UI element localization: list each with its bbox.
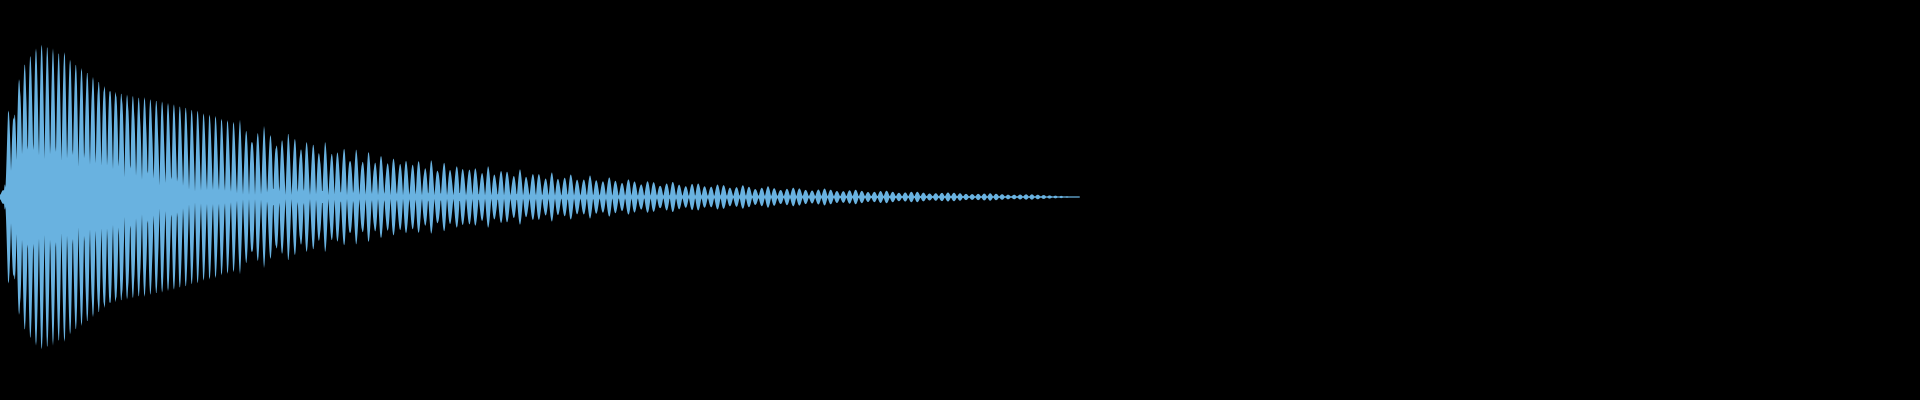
- waveform-envelope-shape: [0, 44, 1080, 350]
